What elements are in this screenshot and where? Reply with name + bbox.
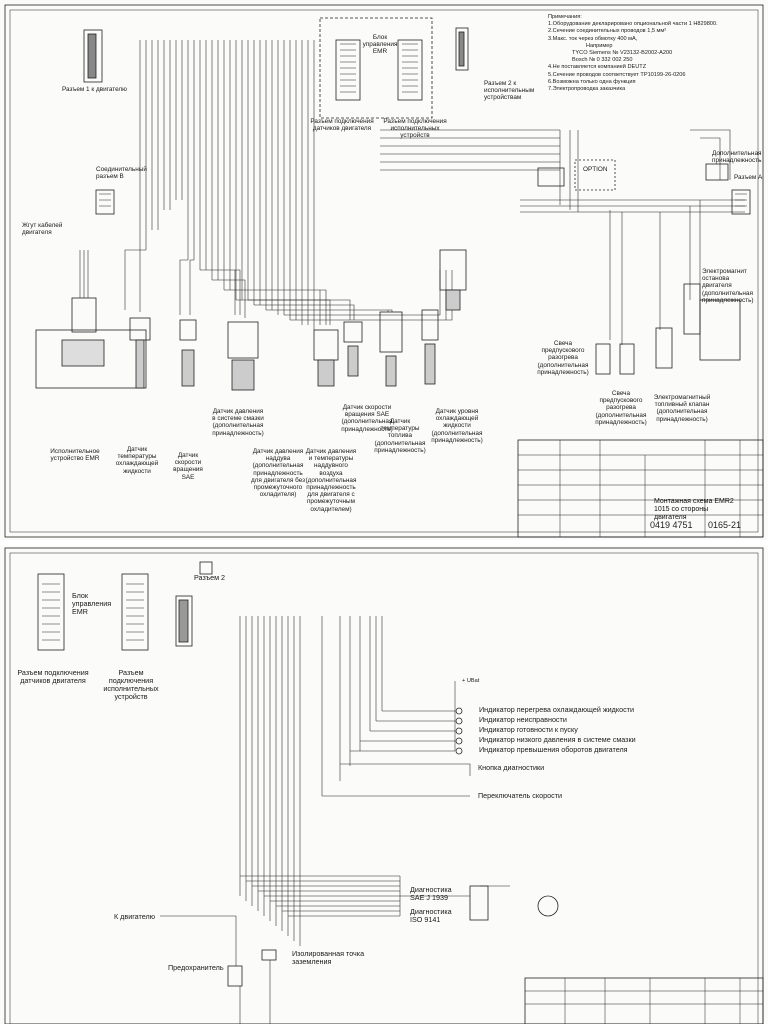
speed-sensor-label: Датчик скорости вращения SAE bbox=[173, 452, 203, 481]
speed-switch-label: Переключатель скорости bbox=[478, 791, 563, 800]
option-label: OPTION bbox=[583, 166, 608, 173]
actuator-connector bbox=[71, 297, 97, 333]
fuse-label: Предохранитель bbox=[168, 963, 224, 972]
sheet-2-vehicle-side: Разъем 2 Блок управления EMR Разъем подк… bbox=[0, 546, 768, 1024]
title-block-2 bbox=[524, 977, 764, 1024]
drawing-title: Монтажная схема EMR2 1015 со стороны дви… bbox=[654, 498, 734, 521]
speed-sae-label: Датчик скорости вращения SAE (дополнител… bbox=[341, 404, 393, 433]
diag-socket bbox=[537, 895, 559, 917]
actuator-connector-label: Разъем подключения исполнительных устрой… bbox=[383, 118, 447, 140]
note-2: 2.Сечение соединительных проводов 1,5 мм… bbox=[548, 28, 667, 35]
indicator-overspeed: Индикатор превышения оборотов двигателя bbox=[479, 745, 628, 754]
fuse-shape bbox=[227, 965, 243, 987]
fuel-valve-label: Электромагнитный топливный клапан (допол… bbox=[653, 394, 711, 423]
sheet-1-engine-side: Разъем 1 к двигателю Блок управления EMR… bbox=[4, 4, 764, 538]
sheet1-inner-frame bbox=[9, 9, 759, 533]
note-7: 7.Электропроводка заказчика bbox=[548, 86, 626, 93]
connector-1-label: Разъем 1 к двигателю bbox=[62, 86, 127, 93]
connector-2b-box bbox=[199, 561, 213, 575]
glow-plug-1-label: Свеча предпускового разогрева (дополните… bbox=[537, 340, 589, 376]
connector-2b-label: Разъем 2 bbox=[194, 573, 226, 582]
ecu-connector-left bbox=[335, 39, 361, 101]
indicator-lamps bbox=[455, 707, 463, 755]
notes-block: Примечания: 1.Оборудование декларировано… bbox=[548, 14, 753, 93]
ecu-connector-right bbox=[397, 39, 423, 101]
actuator-connector-2-label: Разъем подключения исполнительных устрой… bbox=[103, 668, 159, 701]
note-3c: Bosch № 0 332 002 250 bbox=[572, 57, 633, 64]
sensor-shapes bbox=[129, 249, 741, 391]
note-3: 3.Макс. ток через обмотку 400 мА, bbox=[548, 35, 638, 42]
to-engine-label: К двигателю bbox=[114, 912, 156, 921]
connector-b-shape bbox=[95, 189, 115, 215]
connector-2-shape bbox=[455, 27, 469, 71]
relay-1 bbox=[537, 167, 565, 187]
glow-plug-2-label: Свеча предпускового разогрева (дополните… bbox=[595, 390, 647, 426]
note-3b: TYCO Siemens № V23132-B2002-A200 bbox=[572, 50, 673, 57]
indicator-fault: Индикатор неисправности bbox=[479, 715, 567, 724]
connector-a-label: Разъем A bbox=[734, 174, 763, 181]
diag-iso-label: Диагностика ISO 9141 bbox=[410, 907, 452, 924]
ground-label: Изолированная точка заземления bbox=[292, 949, 365, 966]
sheet-2-drawing bbox=[4, 547, 764, 1024]
indicator-low-oil: Индикатор низкого давления в системе сма… bbox=[479, 735, 636, 744]
engine-connector-2-label: Разъем подключения датчиков двигателя bbox=[17, 668, 89, 685]
relay-2 bbox=[705, 163, 729, 181]
actuator-emr-label: Исполнительное устройство EMR bbox=[50, 448, 100, 463]
ground-shape bbox=[261, 949, 277, 961]
oil-pressure-label: Датчик давления в системе смазки (дополн… bbox=[212, 408, 264, 437]
notes-title: Примечания: bbox=[548, 14, 582, 20]
note-5: 5.Сечение проводов соответствует TP10199… bbox=[548, 71, 686, 78]
fuel-temp-label: Датчик температуры топлива (дополнительн… bbox=[374, 418, 426, 454]
ecu2-label: Блок управления EMR bbox=[72, 591, 112, 616]
boost-pressure-label: Датчик давления наддува (дополнительная … bbox=[250, 448, 306, 499]
shutdown-magnet-label: Электромагнит останова двигателя (дополн… bbox=[702, 268, 754, 304]
connector-1-shape bbox=[83, 29, 103, 83]
connector-2b-shape bbox=[175, 595, 193, 647]
ecu-label: Блок управления EMR bbox=[362, 34, 398, 56]
title-block-1 bbox=[517, 439, 764, 538]
coolant-level-label: Датчик уровня охлаждающей жидкости (допо… bbox=[431, 408, 483, 444]
ecu-box bbox=[319, 17, 433, 119]
engine-connector-label: Разъем подключения датчиков двигателя bbox=[310, 118, 374, 133]
note-4: 4.Не поставляется компанией DEUTZ bbox=[548, 64, 647, 71]
sheet2-frame bbox=[4, 547, 764, 1024]
ecu2-left-connector bbox=[37, 573, 65, 651]
sheet1-frame bbox=[4, 4, 764, 538]
harness-label: Жгут кабелей двигателя bbox=[22, 222, 63, 237]
note-3a: Например bbox=[586, 42, 613, 49]
indicator-ready: Индикатор готовности к пуску bbox=[479, 725, 578, 734]
note-1: 1.Оборудование декларировано опционально… bbox=[548, 21, 718, 28]
note-6: 6.Возможна только одна функция bbox=[548, 78, 636, 85]
emr-actuator-block bbox=[35, 329, 147, 389]
connector-a-shape bbox=[731, 189, 751, 215]
indicator-coolant-overheat: Индикатор перегрева охлаждающей жидкости bbox=[479, 705, 634, 714]
option-box bbox=[574, 159, 616, 191]
voltage-label: + UBat bbox=[462, 678, 480, 684]
ecu2-right-connector bbox=[121, 573, 149, 651]
diag-sae-label: Диагностика SAE J 1939 bbox=[410, 885, 452, 902]
aux-relay-label: Дополнительная принадлежность bbox=[712, 150, 762, 165]
drawing-number: 0419 4751 bbox=[650, 520, 693, 530]
coolant-temp-label: Датчик температуры охлаждающей жидкости bbox=[115, 446, 159, 475]
sheet-1-drawing bbox=[4, 4, 764, 538]
diag-button-label: Кнопка диагностики bbox=[478, 763, 545, 772]
diag-connector-shape bbox=[469, 885, 489, 921]
connector-b-label: Соединительный разъем B bbox=[96, 166, 147, 181]
sheet-number: 0165-21 bbox=[708, 520, 742, 530]
boost-air-label: Датчик давления и температуры наддувного… bbox=[305, 448, 357, 513]
connector-2-label: Разъем 2 к исполнительным устройствам bbox=[484, 80, 535, 102]
